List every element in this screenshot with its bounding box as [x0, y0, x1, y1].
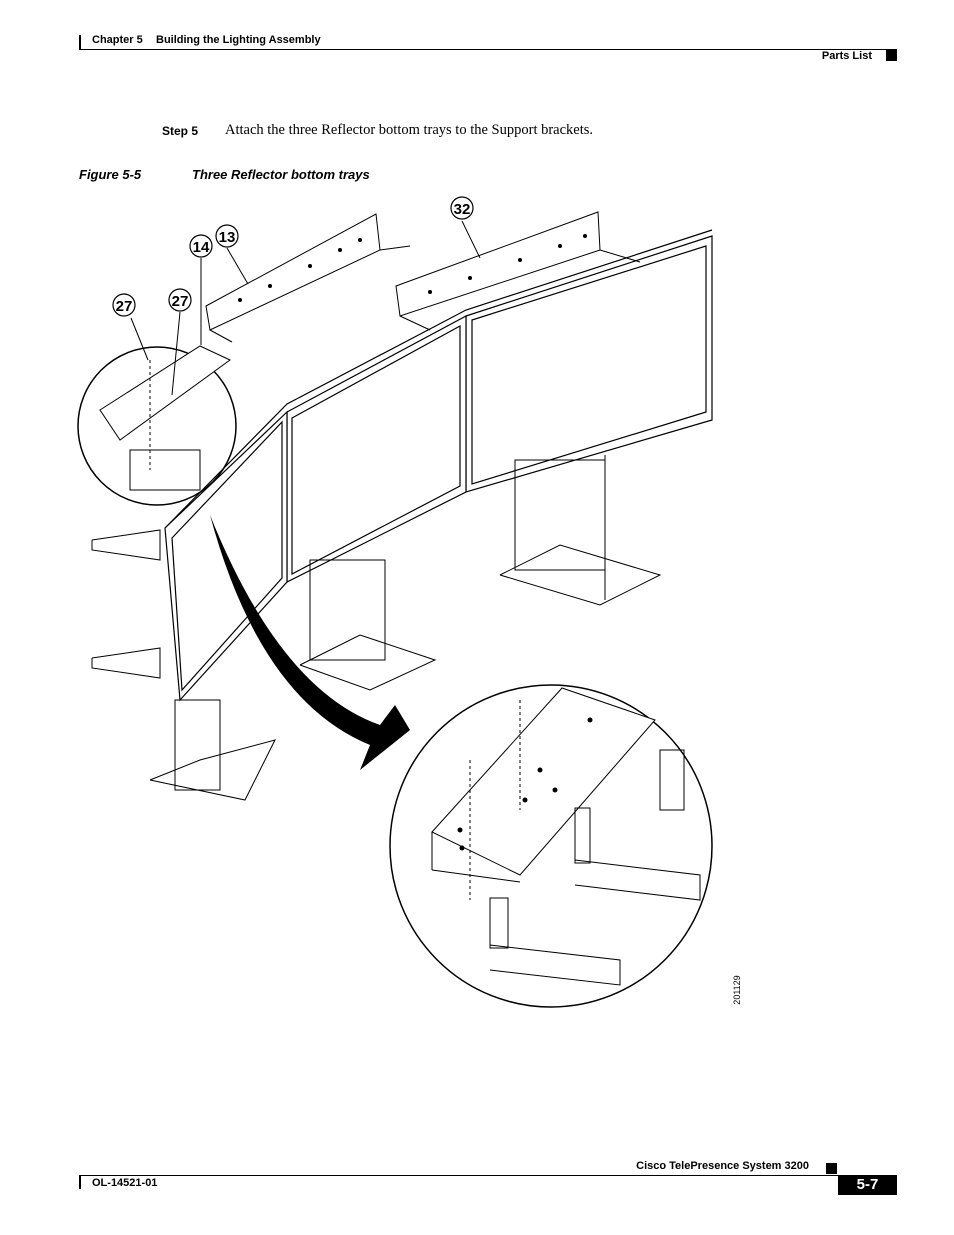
detail-circle-small	[77, 345, 237, 506]
reflector-trays	[205, 211, 641, 343]
header-rule-marker	[79, 35, 81, 49]
header-rule	[79, 49, 897, 50]
footer-rule-marker	[79, 1175, 81, 1189]
support-stands	[91, 455, 662, 801]
header-chapter: Chapter 5	[92, 34, 143, 46]
callout-27-right: 27	[168, 288, 192, 396]
callout-32: 32	[450, 196, 481, 259]
footer-product: Cisco TelePresence System 3200	[636, 1160, 809, 1172]
callout-14: 14	[189, 234, 213, 345]
step-text: Attach the three Reflector bottom trays …	[225, 122, 594, 138]
art-id: 201129	[732, 975, 742, 1004]
figure-title: Three Reflector bottom trays	[192, 167, 370, 182]
footer-block-marker	[826, 1163, 837, 1174]
header-parts-list: Parts List	[821, 50, 872, 62]
header-section-title: Building the Lighting Assembly	[156, 34, 321, 46]
footer-page-number: 5-7	[838, 1175, 897, 1195]
callout-27-left: 27	[112, 293, 149, 361]
figure-number: Figure 5-5	[79, 167, 142, 182]
magnify-arrow	[210, 515, 410, 770]
step-label: Step 5	[162, 124, 199, 138]
callout-13: 13	[215, 224, 249, 285]
callouts: 32 13 14 27 27	[112, 196, 481, 396]
footer-rule	[79, 1175, 897, 1176]
header-block-marker	[886, 50, 897, 61]
svg-text:27: 27	[116, 298, 133, 315]
svg-text:27: 27	[172, 293, 189, 310]
svg-text:14: 14	[193, 239, 210, 256]
svg-text:13: 13	[219, 229, 236, 246]
footer-doc-number: OL-14521-01	[92, 1177, 158, 1189]
display-panels	[164, 229, 713, 702]
svg-text:32: 32	[454, 201, 471, 218]
detail-circle-large	[389, 684, 713, 1008]
